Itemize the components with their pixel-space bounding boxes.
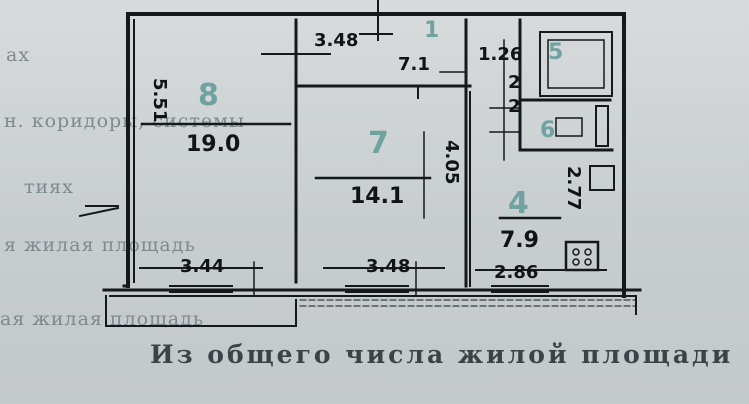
window-middle [345,285,409,293]
window-left [169,285,233,293]
area-room-left: 19.0 [186,132,241,157]
dim-left-room-side: 5.51 [149,78,170,123]
window-kitchen [491,285,549,293]
dim-bath-a: 2 [508,72,521,93]
dim-middle-room-bottom: 3.48 [366,256,411,277]
area-room-middle: 14.1 [350,184,405,209]
room-number-bathroom: 5 [548,40,564,65]
dim-bath-b: 2 [508,96,521,117]
footer-text: Из общего числа жилой площади [150,340,734,369]
bg-text-line4: я жилая площадь [4,234,196,256]
bg-text-line1: ах [6,44,31,66]
sink [555,117,583,137]
bg-text-line5: ая жилая площадь [0,308,205,330]
dim-kitchen-side: 2.77 [563,166,584,211]
dim-kitchen-bottom: 2.86 [494,262,539,283]
dim-middle-room-side: 4.05 [441,140,462,185]
stove [564,240,600,272]
room-number-middle: 7 [368,126,389,161]
area-corridor: 7.1 [398,54,430,75]
area-kitchen: 7.9 [500,228,539,253]
area-bathroom: 1.26 [478,44,523,65]
wc-box [595,105,609,147]
room-number-kitchen: 4 [508,186,529,221]
bathtub [539,31,613,97]
room-number-wc: 6 [540,118,556,143]
dim-top-corridor: 3.48 [314,30,359,51]
bg-text-line3: тиях [24,176,74,198]
dim-left-room-bottom: 3.44 [180,256,225,277]
room-number-left: 8 [198,78,219,113]
room-number-corridor: 1 [424,18,440,43]
bg-text-line2: н. коридоры, системы [4,110,245,132]
